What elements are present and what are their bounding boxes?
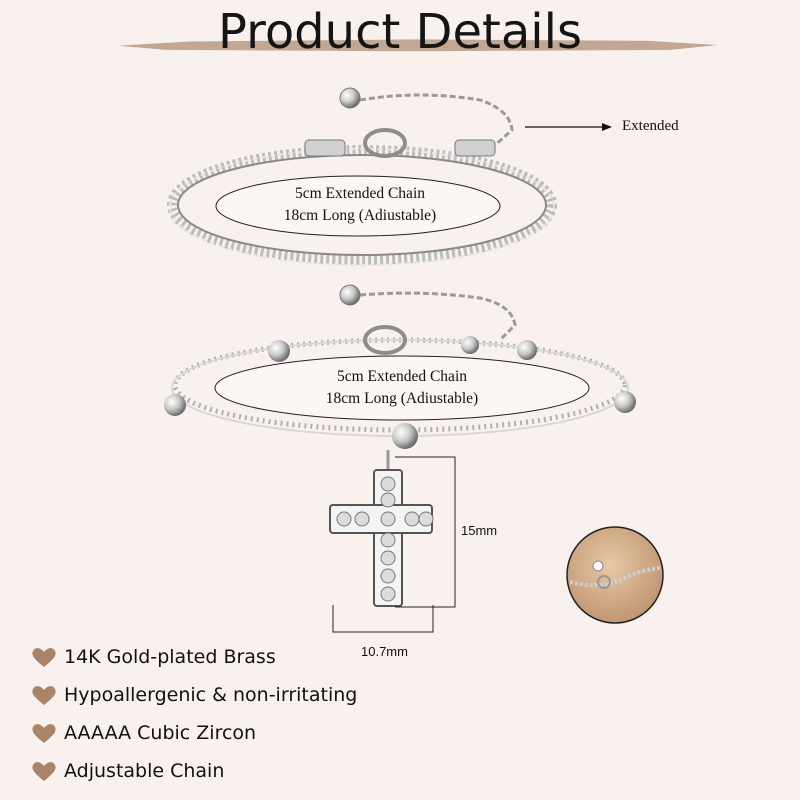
bracelet-1-label-ellipse: [215, 175, 501, 237]
bracelet-1-label: 5cm Extended Chain 18cm Long (Adiustable…: [240, 183, 480, 227]
pendant-dimension-lines: [332, 456, 456, 633]
pendant-height-label: 15mm: [461, 523, 498, 538]
title-brush-stroke: [118, 39, 718, 52]
bracelet-bead-chain: [164, 325, 636, 449]
wrist-inset-photo: [566, 526, 664, 624]
feature-label: 14K Gold-plated Brass: [64, 646, 276, 668]
bracelet-2-extended-chain: 5cm Extended Chain: [337, 368, 467, 385]
bracelet-1-length: 18cm Long (Adiustable): [283, 207, 437, 224]
extension-chain-1: [339, 87, 514, 147]
heart-icon: [32, 724, 56, 743]
pendant-width-label: 10.7mm: [361, 644, 408, 659]
extended-callout-arrow-icon: [602, 123, 612, 131]
feature-label: Adjustable Chain: [64, 760, 225, 782]
heart-icon: [32, 648, 56, 667]
feature-label: AAAAA Cubic Zircon: [64, 722, 257, 744]
page-title: Product Details: [218, 4, 582, 60]
bracelet-1-extended-chain: 5cm Extended Chain: [295, 185, 425, 202]
cross-pendant-icon: [329, 450, 434, 607]
feature-item: Adjustable Chain: [30, 759, 224, 783]
extension-chain-2: [339, 284, 517, 342]
feature-label: Hypoallergenic & non-irritating: [64, 684, 358, 706]
feature-item: AAAAA Cubic Zircon: [30, 721, 256, 745]
feature-item: Hypoallergenic & non-irritating: [30, 683, 357, 707]
heart-icon: [32, 762, 56, 781]
feature-item: 14K Gold-plated Brass: [30, 645, 276, 669]
bracelet-2-label: 5cm Extended Chain 18cm Long (Adiustable…: [282, 366, 522, 410]
extended-callout-label: Extended: [622, 118, 679, 134]
heart-icon: [32, 686, 56, 705]
bracelet-tennis-chain: [167, 128, 557, 266]
bracelet-2-length: 18cm Long (Adiustable): [325, 390, 479, 407]
bracelet-2-label-ellipse: [214, 355, 590, 421]
